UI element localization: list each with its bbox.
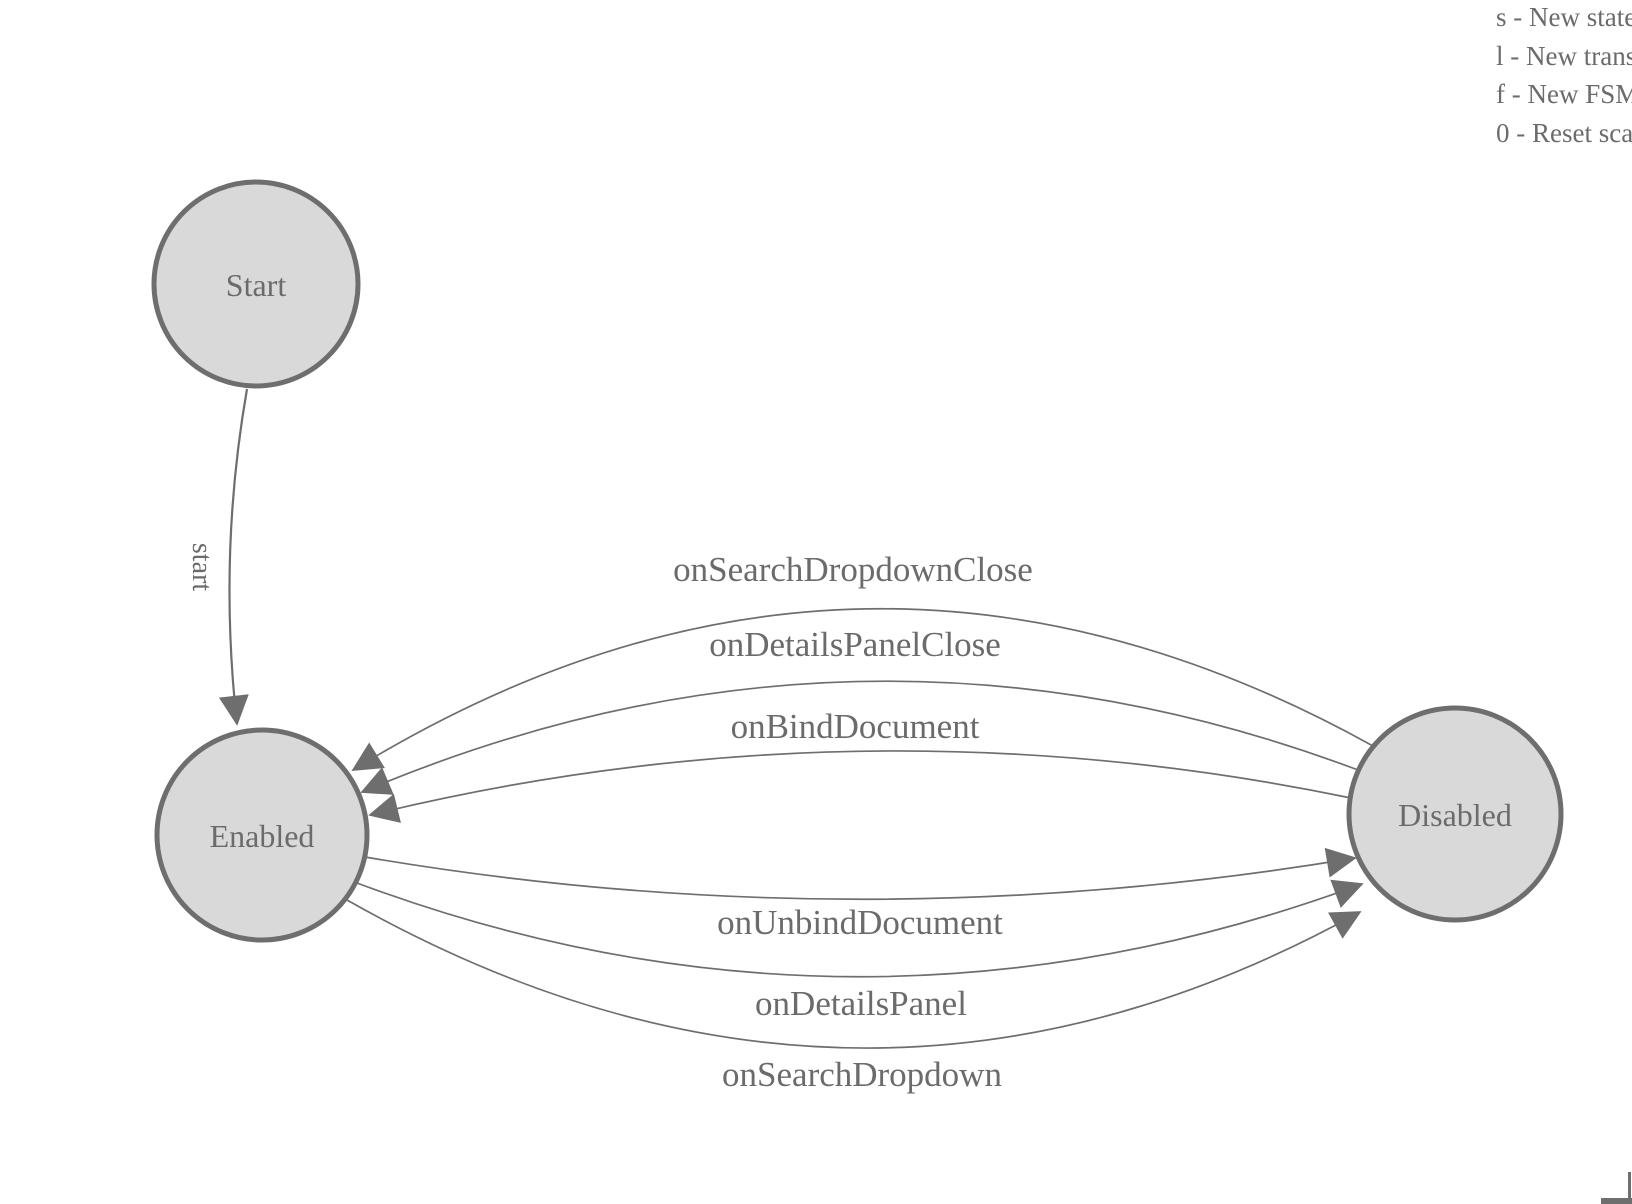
edge-label-on-search-dropdown-close[interactable]: onSearchDropdownClose [673, 550, 1033, 589]
edge-on-details-panel-close[interactable] [360, 680, 1359, 795]
state-label-enabled: Enabled [210, 818, 315, 854]
edge-on-bind-document[interactable] [368, 750, 1352, 823]
legend-line-new-transition: l - New transition [1496, 40, 1632, 71]
corner-handle-vertical-bar[interactable] [1628, 1172, 1631, 1204]
state-label-start: Start [226, 267, 287, 303]
edge-on-search-dropdown-close[interactable] [351, 607, 1374, 771]
edge-start[interactable] [218, 388, 249, 726]
state-node-enabled[interactable] [154, 727, 370, 943]
edge-label-on-search-dropdown[interactable]: onSearchDropdown [722, 1055, 1002, 1094]
edge-on-search-dropdown[interactable] [346, 899, 1362, 1049]
corner-handle-horizontal-bar[interactable] [1601, 1198, 1632, 1204]
legend-line-new-fsm: f - New FSM [1496, 79, 1632, 110]
state-node-start[interactable] [151, 179, 361, 389]
legend-line-reset-scale: 0 - Reset scale [1496, 118, 1632, 149]
state-node-disabled[interactable] [1346, 705, 1564, 923]
edge-label-on-details-panel-close[interactable]: onDetailsPanelClose [709, 625, 1001, 664]
nodes: Start Enabled Disabled [151, 179, 1564, 943]
edges [218, 388, 1374, 1049]
edge-label-start[interactable]: start [186, 543, 217, 591]
state-label-disabled: Disabled [1398, 797, 1512, 833]
edge-label-on-unbind-document[interactable]: onUnbindDocument [717, 903, 1003, 942]
edge-labels: start onSearchDropdownClose onDetailsPan… [186, 543, 1033, 1094]
edge-on-unbind-document[interactable] [364, 847, 1357, 901]
edge-label-on-details-panel[interactable]: onDetailsPanel [755, 984, 967, 1023]
edge-on-details-panel[interactable] [356, 879, 1364, 978]
edge-label-on-bind-document[interactable]: onBindDocument [731, 707, 980, 746]
legend-line-new-state: s - New state [1496, 2, 1632, 32]
shortcut-legend: s - New state l - New transition f - New… [1496, 0, 1632, 153]
